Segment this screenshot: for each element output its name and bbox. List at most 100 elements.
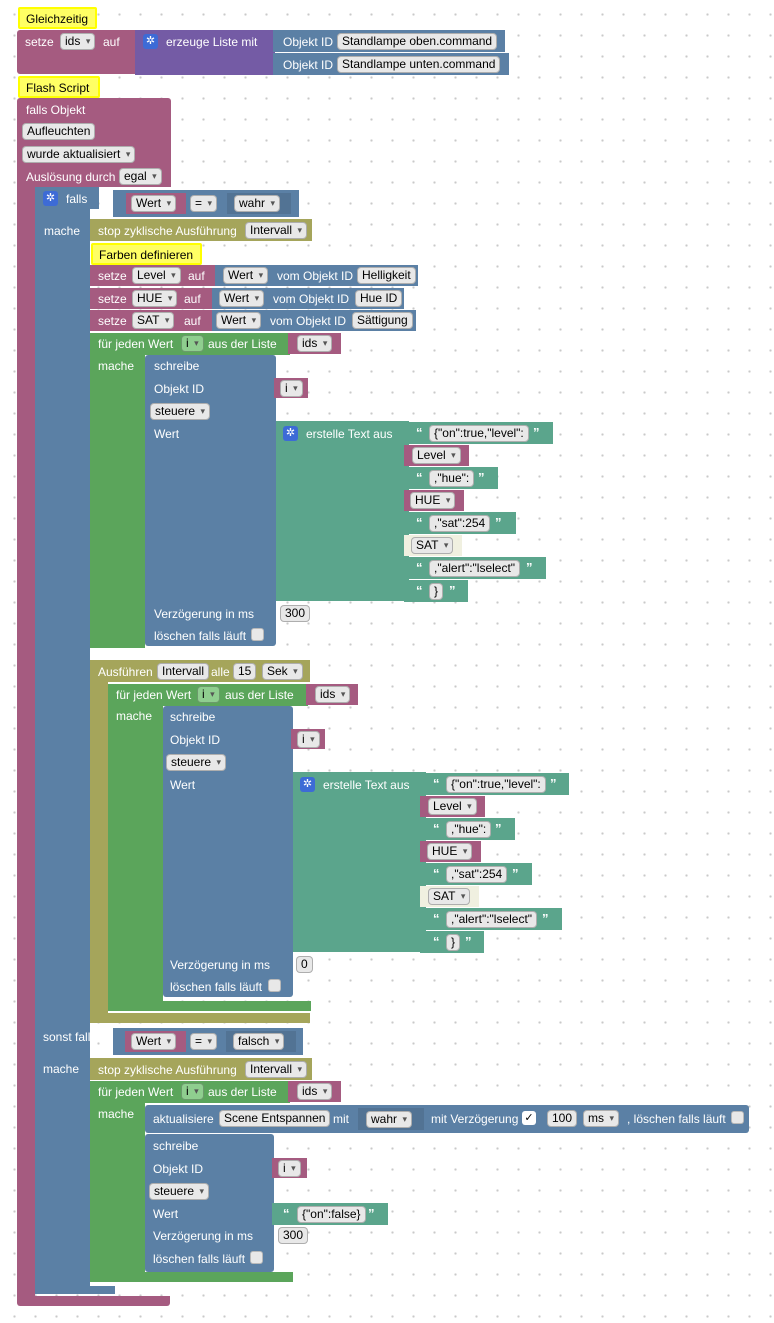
hue-dropdown[interactable]: HUE bbox=[410, 492, 456, 509]
unit-dropdown[interactable]: Sek bbox=[262, 663, 303, 680]
write-block[interactable] bbox=[163, 706, 293, 997]
foreach-spine bbox=[90, 354, 145, 648]
text-field[interactable]: ,"hue": bbox=[446, 821, 492, 838]
var-dropdown-sat[interactable]: SAT bbox=[132, 312, 175, 329]
scene-name-field[interactable]: Scene Entspannen bbox=[219, 1110, 331, 1127]
object-id-field[interactable]: Standlampe oben.command bbox=[337, 33, 498, 50]
i-dropdown[interactable]: i bbox=[278, 1160, 301, 1177]
egal-dropdown[interactable]: egal bbox=[119, 168, 162, 185]
sat-dropdown[interactable]: SAT bbox=[428, 888, 471, 905]
i-dropdown[interactable]: i bbox=[280, 380, 303, 397]
delay-checkbox[interactable]: ✓ bbox=[522, 1111, 536, 1125]
wert-dropdown[interactable]: Wert bbox=[131, 195, 177, 212]
ausloesung-label: Auslösung durch bbox=[26, 170, 116, 184]
object-id-field[interactable]: Helligkeit bbox=[357, 267, 416, 284]
clear-checkbox[interactable] bbox=[250, 1251, 263, 1264]
interval-name-field[interactable]: Intervall bbox=[157, 663, 210, 680]
operator-dropdown[interactable]: = bbox=[190, 1033, 218, 1050]
wert-dropdown[interactable]: Wert bbox=[131, 1033, 177, 1050]
trigger-footer bbox=[17, 1296, 170, 1306]
if-footer bbox=[35, 1286, 115, 1294]
i-dropdown[interactable]: i bbox=[297, 731, 320, 748]
open-quote-icon: “ bbox=[433, 866, 440, 881]
object-id-field[interactable]: Sättigung bbox=[352, 312, 413, 329]
loop-var-dropdown[interactable]: i bbox=[181, 1083, 204, 1100]
var-dropdown-ids[interactable]: ids bbox=[60, 33, 96, 50]
wahr-dropdown[interactable]: wahr bbox=[234, 195, 281, 212]
object-id-field[interactable]: Standlampe unten.command bbox=[337, 56, 501, 73]
setze-label: setze bbox=[98, 292, 127, 306]
object-id-field[interactable]: Hue ID bbox=[355, 290, 403, 307]
text-field[interactable]: ,"alert":"lselect" bbox=[446, 911, 538, 928]
auf-label: auf bbox=[188, 269, 205, 283]
comment-flash-script[interactable]: Flash Script bbox=[18, 76, 100, 98]
close-quote-icon: ” bbox=[465, 934, 472, 949]
clear-checkbox[interactable] bbox=[731, 1111, 744, 1124]
delay-field[interactable]: 0 bbox=[296, 956, 313, 973]
gear-icon[interactable]: ✲ bbox=[143, 34, 158, 49]
text-field[interactable]: ,"sat":254 bbox=[446, 866, 508, 883]
delay-field[interactable]: 300 bbox=[280, 605, 311, 622]
text-field[interactable]: } bbox=[429, 583, 444, 600]
gear-icon[interactable]: ✲ bbox=[283, 426, 298, 441]
list-var-dropdown[interactable]: ids bbox=[297, 335, 333, 352]
interval-seconds-field[interactable]: 15 bbox=[233, 663, 257, 680]
clear-checkbox[interactable] bbox=[268, 979, 281, 992]
text-field[interactable]: ,"alert":"lselect" bbox=[429, 560, 521, 577]
wert-dropdown[interactable]: Wert bbox=[216, 312, 262, 329]
text-field[interactable]: {"on":true,"level": bbox=[429, 425, 529, 442]
comment-gleichzeitig[interactable]: Gleichzeitig bbox=[18, 7, 97, 29]
schreibe-label: schreibe bbox=[154, 359, 200, 373]
create-text-block[interactable] bbox=[293, 772, 426, 952]
intervall-dropdown[interactable]: Intervall bbox=[245, 222, 308, 239]
auf-label: auf bbox=[184, 292, 201, 306]
event-dropdown[interactable]: wurde aktualisiert bbox=[22, 146, 136, 163]
ms-dropdown[interactable]: ms bbox=[583, 1110, 619, 1127]
close-quote-icon: ” bbox=[478, 470, 485, 485]
level-dropdown[interactable]: Level bbox=[412, 447, 461, 464]
text-field[interactable]: {"on":false} bbox=[297, 1206, 366, 1223]
wahr-dropdown[interactable]: wahr bbox=[366, 1111, 413, 1128]
wert-dropdown[interactable]: Wert bbox=[219, 290, 265, 307]
falls-objekt-label: falls Objekt bbox=[26, 103, 86, 117]
text-field[interactable]: ,"hue": bbox=[429, 470, 475, 487]
trigger-object-field[interactable]: Aufleuchten bbox=[22, 123, 96, 140]
schreibe-label: schreibe bbox=[170, 710, 216, 724]
list-var-dropdown[interactable]: ids bbox=[315, 686, 351, 703]
level-dropdown[interactable]: Level bbox=[428, 798, 477, 815]
clear-checkbox[interactable] bbox=[251, 628, 264, 641]
list-var-dropdown[interactable]: ids bbox=[297, 1083, 333, 1100]
steuere-dropdown[interactable]: steuere bbox=[149, 1183, 210, 1200]
write-block[interactable] bbox=[145, 355, 276, 646]
falsch-dropdown[interactable]: falsch bbox=[233, 1033, 285, 1050]
create-text-block[interactable] bbox=[276, 421, 409, 601]
wert-dropdown[interactable]: Wert bbox=[223, 267, 269, 284]
create-list-block[interactable] bbox=[135, 30, 275, 75]
objekt-id-label: Objekt ID bbox=[170, 733, 221, 747]
text-field[interactable]: {"on":true,"level": bbox=[446, 776, 546, 793]
delay-field[interactable]: 300 bbox=[278, 1227, 309, 1244]
hue-dropdown[interactable]: HUE bbox=[427, 843, 473, 860]
close-quote-icon: ” bbox=[449, 583, 456, 598]
close-quote-icon: ” bbox=[542, 911, 549, 926]
close-quote-icon: ” bbox=[526, 560, 533, 575]
text-field[interactable]: ,"sat":254 bbox=[429, 515, 491, 532]
var-dropdown-level[interactable]: Level bbox=[132, 267, 181, 284]
open-quote-icon: “ bbox=[416, 560, 423, 575]
steuere-dropdown[interactable]: steuere bbox=[150, 403, 211, 420]
write-block[interactable] bbox=[145, 1134, 274, 1272]
gear-icon[interactable]: ✲ bbox=[43, 191, 58, 206]
sat-dropdown[interactable]: SAT bbox=[411, 537, 454, 554]
gear-icon[interactable]: ✲ bbox=[300, 777, 315, 792]
comment-farben-definieren[interactable]: Farben definieren bbox=[91, 243, 202, 265]
operator-dropdown[interactable]: = bbox=[190, 195, 218, 212]
text-field[interactable]: } bbox=[446, 934, 461, 951]
delay-ms-field[interactable]: 100 bbox=[547, 1110, 578, 1127]
loop-var-dropdown[interactable]: i bbox=[197, 686, 220, 703]
loop-var-dropdown[interactable]: i bbox=[181, 335, 204, 352]
clear-if-running-label: , löschen falls läuft bbox=[627, 1112, 726, 1126]
open-quote-icon: “ bbox=[433, 911, 440, 926]
intervall-dropdown[interactable]: Intervall bbox=[245, 1061, 308, 1078]
steuere-dropdown[interactable]: steuere bbox=[166, 754, 227, 771]
var-dropdown-hue[interactable]: HUE bbox=[132, 290, 178, 307]
